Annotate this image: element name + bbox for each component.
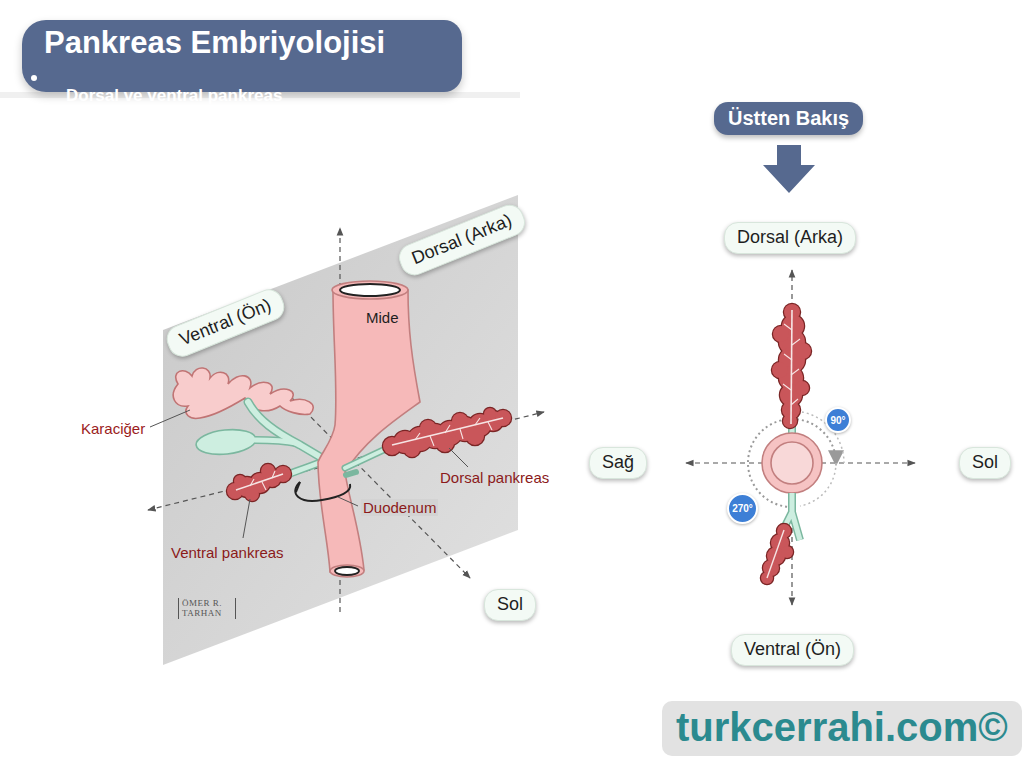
liver [173, 368, 313, 418]
sagittal-plane [163, 195, 518, 665]
node-text: Üstten Bakış [728, 107, 849, 129]
direction-pill: Dorsal (Arka) [724, 222, 856, 254]
view-label-pill: Üstten Bakış [714, 102, 863, 135]
watermark-box: turkcerrahi.com© [662, 701, 1022, 756]
direction-pill: Ventral (Ön) [731, 634, 854, 666]
bile-ducts [195, 402, 322, 478]
dorsal-pancreas [345, 408, 511, 468]
organ-label: Mide [366, 309, 399, 326]
liver-outline [173, 368, 313, 418]
organ-label: Duodenum [361, 499, 438, 516]
title-banner: Pankreas EmbriyolojisiDorsal ve ventral … [22, 20, 462, 92]
direction-pill: Sol [484, 589, 536, 621]
top-view-pancreas [761, 304, 822, 584]
title: Pankreas Embriyolojisi [44, 25, 385, 60]
degree-badge: 270° [727, 493, 758, 524]
organ-label: Ventral pankreas [171, 544, 284, 561]
direction-pill: Sol [959, 447, 1011, 479]
bullet [28, 72, 40, 84]
node-text: 270° [732, 503, 753, 514]
author-signature: ÖMER R. TARHAN [178, 598, 236, 619]
node-text: 90° [830, 415, 845, 426]
node-text: turkcerrahi.com© [676, 705, 1008, 749]
organ-label: Karaciğer [81, 420, 145, 437]
node-text: Sol [972, 452, 998, 472]
leader-lines [150, 410, 468, 538]
node-text: Dorsal (Arka) [737, 227, 843, 247]
subtitle: Dorsal ve ventral pankreas [66, 86, 282, 106]
ventral-pancreas [227, 464, 291, 501]
degree-badge: 90° [825, 407, 851, 433]
direction-pill: Sağ [589, 447, 647, 479]
node-text: Sol [497, 594, 523, 614]
rotation-ring [295, 482, 350, 501]
view-arrow [763, 145, 815, 193]
node-text: Sağ [602, 452, 634, 472]
stomach-duodenum [295, 281, 420, 577]
node-text: Ventral (Ön) [744, 639, 841, 659]
organ-label: Dorsal pankreas [440, 469, 549, 486]
